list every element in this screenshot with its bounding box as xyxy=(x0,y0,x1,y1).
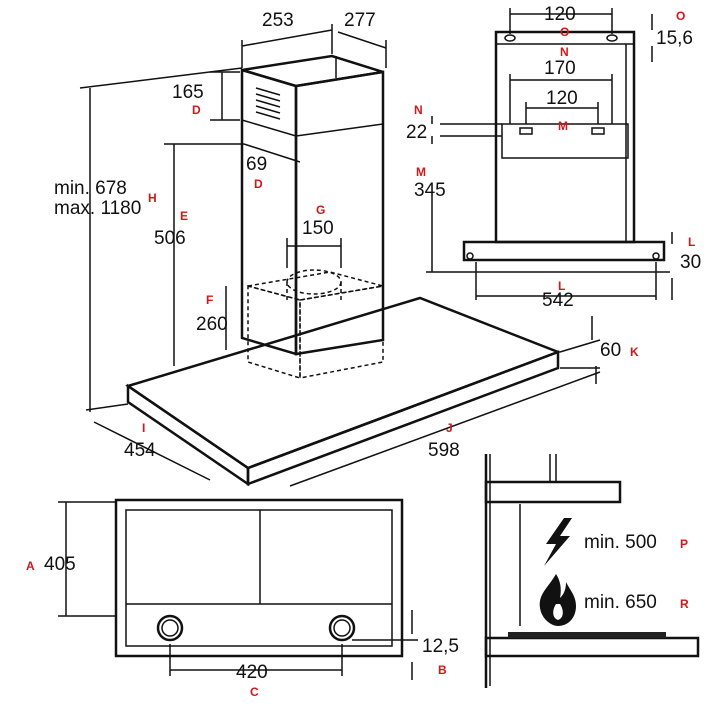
hood-bottom-view: A 405 12,5 B 420 C xyxy=(26,498,459,699)
dim-chimney-lower: 506 xyxy=(154,228,186,249)
dim-canopy-thickness: 60 xyxy=(600,340,621,361)
dim-hood-edge: 30 xyxy=(680,252,701,273)
label-p: P xyxy=(680,537,688,551)
dim-height-min: min. 678 xyxy=(54,178,127,199)
label-g: G xyxy=(316,203,325,217)
cooktop xyxy=(508,632,666,638)
label-h: H xyxy=(148,191,157,205)
label-b: B xyxy=(438,663,447,677)
label-k: K xyxy=(630,345,639,359)
label-o-right: O xyxy=(676,9,685,23)
dim-bracket2-width: 120 xyxy=(546,88,578,109)
dim-outlet-diameter: 150 xyxy=(302,218,334,239)
dim-min-electric: min. 500 xyxy=(584,532,657,553)
vent-slots xyxy=(255,87,281,120)
clearance-view: min. 500 P min. 650 R xyxy=(484,454,700,688)
dim-canopy-depth: 454 xyxy=(124,440,156,461)
label-o-center: O xyxy=(560,25,569,39)
dim-canopy-width: 598 xyxy=(428,440,460,461)
label-l-right: L xyxy=(688,235,695,249)
label-c: C xyxy=(250,685,259,699)
dim-vent-offset: 69 xyxy=(246,154,267,175)
dim-bottom-edge: 12,5 xyxy=(422,636,459,657)
canopy xyxy=(125,296,562,487)
label-n-left: N xyxy=(414,103,423,117)
dim-bracket-span: 170 xyxy=(544,58,576,79)
dim-bracket2-gap: 22 xyxy=(406,122,427,143)
label-e: E xyxy=(180,209,188,223)
motor-box xyxy=(247,269,384,380)
label-a: A xyxy=(26,559,35,573)
dim-min-gas: min. 650 xyxy=(584,592,657,613)
label-m-center: M xyxy=(558,119,568,133)
dim-bracket2-height: 345 xyxy=(414,180,446,201)
dim-light-spacing: 420 xyxy=(236,662,268,683)
dim-bracket-height: 15,6 xyxy=(656,28,693,49)
hood-isometric-view: 253 277 165 D 69 D min. 678 max. 1180 H … xyxy=(54,10,639,487)
label-d-top: D xyxy=(192,103,201,117)
label-m-left: M xyxy=(416,165,426,179)
label-l-center: L xyxy=(558,279,565,293)
dim-hood-width: 542 xyxy=(542,290,574,311)
label-f: F xyxy=(206,293,213,307)
label-d-bottom: D xyxy=(254,177,263,191)
dimension-lines xyxy=(79,24,601,487)
dim-chimney-width: 253 xyxy=(262,10,294,31)
chimney xyxy=(240,54,385,356)
dim-bracket-width: 120 xyxy=(544,4,576,25)
lightning-icon xyxy=(544,518,572,566)
label-j: J xyxy=(446,421,453,435)
dim-box-height: 260 xyxy=(196,314,228,335)
hood-front-view: 120 O O 15,6 N 170 120 N M 22 M 345 L 30… xyxy=(406,4,701,311)
dim-chimney-depth: 277 xyxy=(344,10,376,31)
dim-height-max: max. 1180 xyxy=(54,198,141,219)
label-r: R xyxy=(680,597,689,611)
label-i: I xyxy=(142,421,145,435)
flame-icon xyxy=(539,574,576,626)
label-n-center: N xyxy=(560,45,569,59)
dim-vent-height: 165 xyxy=(172,82,204,103)
dim-bottom-depth: 405 xyxy=(44,554,76,575)
